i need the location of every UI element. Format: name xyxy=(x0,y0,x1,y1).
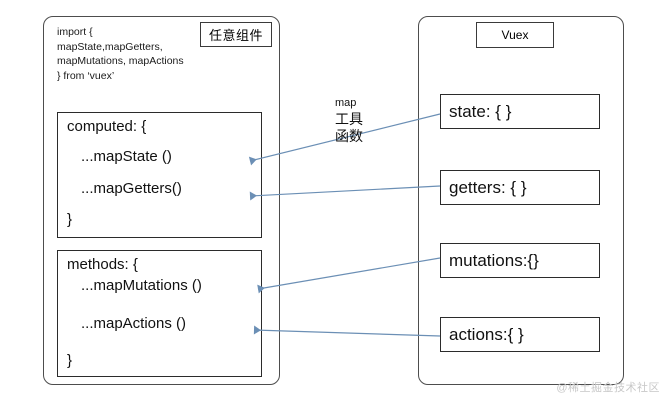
methods-block: methods: { ...mapMutations () ...mapActi… xyxy=(57,250,262,377)
arrow-mutations-to-mapmutations xyxy=(257,257,441,294)
methods-head: methods: { xyxy=(67,256,138,273)
methods-line-mapactions: ...mapActions () xyxy=(81,314,187,332)
store-box-state: state: { } xyxy=(440,94,600,129)
computed-code: computed: { ...mapState () ...mapGetters… xyxy=(58,113,261,228)
computed-head: computed: { xyxy=(67,118,147,135)
computed-line-mapgetters: ...mapGetters() xyxy=(81,179,182,197)
map-helper-label-line2: 工具 xyxy=(335,111,363,127)
map-helper-label-line3: 函数 xyxy=(335,128,363,144)
computed-tail: } xyxy=(67,211,73,229)
arrow-actions-to-mapactions xyxy=(253,325,441,337)
component-tag-label: 任意组件 xyxy=(200,22,272,47)
vuex-tag-label: Vuex xyxy=(476,22,554,48)
store-box-getters: getters: { } xyxy=(440,170,600,205)
map-helper-label-line1: map xyxy=(335,97,357,109)
computed-block: computed: { ...mapState () ...mapGetters… xyxy=(57,112,262,238)
methods-tail: } xyxy=(67,352,73,370)
computed-line-mapstate: ...mapState () xyxy=(81,147,172,165)
watermark: @稀土掘金技术社区 xyxy=(556,382,660,394)
import-statement-text: import { mapState,mapGetters, mapMutatio… xyxy=(57,26,184,82)
map-helper-label: map 工具 函数 xyxy=(335,96,395,145)
methods-code: methods: { ...mapMutations () ...mapActi… xyxy=(58,251,261,369)
store-box-mutations: mutations:{} xyxy=(440,243,600,278)
methods-line-mapmutations: ...mapMutations () xyxy=(81,276,202,294)
store-box-actions: actions:{ } xyxy=(440,317,600,352)
